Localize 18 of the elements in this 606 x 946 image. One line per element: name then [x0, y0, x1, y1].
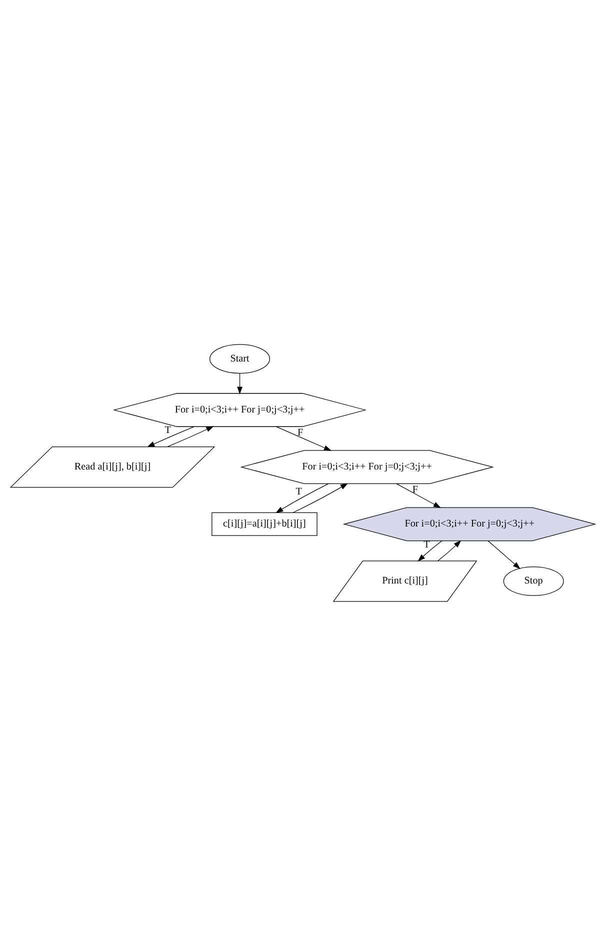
node-ellipse: Stop	[503, 566, 564, 596]
arrow	[276, 483, 329, 514]
arrow	[237, 373, 242, 394]
node-box: c[i][j]=a[i][j]+b[i][j]	[212, 512, 318, 536]
arrow	[488, 540, 520, 570]
arrow	[438, 540, 462, 562]
edge-label: F	[412, 484, 418, 496]
node-ellipse: Start	[210, 344, 270, 374]
arrow	[147, 426, 195, 448]
arrow	[276, 426, 332, 451]
arrow	[167, 426, 214, 448]
arrow	[292, 483, 348, 514]
edge-label: F	[298, 427, 304, 438]
edge-label: T	[424, 539, 430, 550]
edge-label: T	[296, 486, 302, 498]
arrow	[418, 540, 442, 562]
edge-label: T	[164, 425, 171, 436]
arrow	[396, 483, 442, 508]
